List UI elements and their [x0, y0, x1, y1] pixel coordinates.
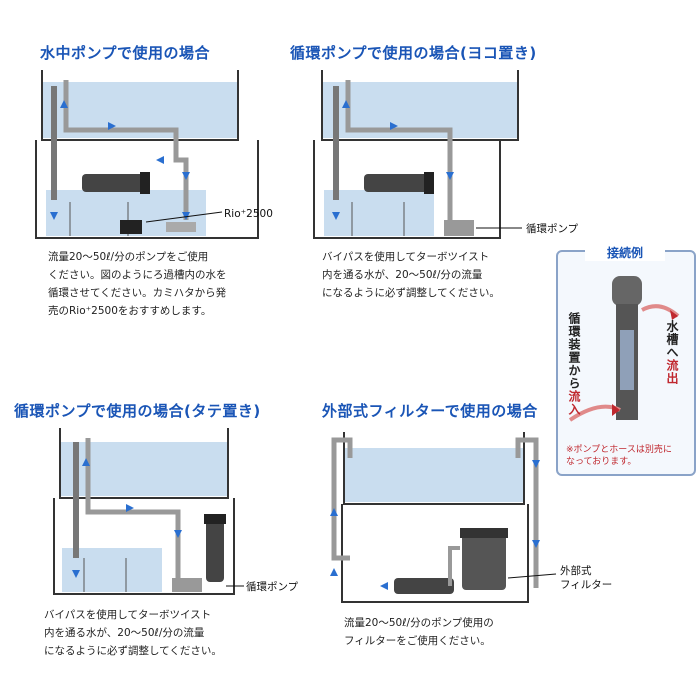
- connection-example-title: 接続例: [585, 244, 665, 261]
- external-filter: [462, 534, 506, 590]
- panel4-diagram: [330, 432, 557, 603]
- return-pipe: [331, 437, 353, 561]
- flow-arrows: [330, 460, 540, 590]
- outflow-label: 水槽へ流出: [664, 320, 681, 440]
- turbo-twist-cap: [424, 172, 434, 194]
- outflow-hose: [641, 304, 680, 318]
- panel3-diagram: [53, 428, 244, 595]
- intake-pipe: [515, 437, 539, 588]
- turbo-twist-unit: [82, 174, 146, 192]
- panel1-description: 流量20～50ℓ/分のポンプをご使用 ください。図のようにろ過槽内の水を 循環さ…: [48, 251, 227, 317]
- rio-pump: [120, 220, 142, 234]
- panel1-heading: 水中ポンプで使用の場合: [40, 44, 211, 62]
- turbo-twist-unit: [206, 518, 224, 582]
- panel4-label: 外部式 フィルター: [560, 565, 613, 591]
- panel3-description: バイパスを使用してターボツイスト 内を通る水が、20～50ℓ/分の流量 になるよ…: [44, 609, 222, 657]
- circulation-pump: [172, 578, 202, 592]
- filter-to-unit-pipe: [448, 546, 460, 586]
- outflow-label-emphasis: 流出: [665, 359, 679, 385]
- turbo-twist-unit: [364, 174, 428, 192]
- panel2-heading: 循環ポンプで使用の場合(ヨコ置き): [290, 44, 537, 62]
- inflow-arrow: [612, 404, 620, 416]
- panel2-description: バイパスを使用してターボツイスト 内を通る水が、20～50ℓ/分の流量 になるよ…: [322, 251, 500, 299]
- cabinet: [341, 504, 529, 603]
- display-tank: [41, 70, 239, 141]
- flow-arrows: [72, 458, 182, 578]
- turbo-twist-unit: [394, 578, 454, 594]
- panel1-diagram: [35, 70, 259, 239]
- turbo-twist-cap: [204, 514, 226, 524]
- outflow-label-prefix: 水槽へ: [665, 320, 679, 359]
- display-tank: [321, 70, 519, 141]
- display-tank-water: [60, 442, 228, 496]
- display-tank-water: [344, 448, 524, 502]
- inflow-label-emphasis: 流入: [567, 390, 581, 416]
- connection-note: ※ポンプとホースは別売に なっております。: [566, 445, 672, 467]
- panel1-label: Rio⁺2500: [224, 208, 273, 220]
- panel3-label: 循環ポンプ: [246, 581, 299, 593]
- turbo-twist-cap: [140, 172, 150, 194]
- unit-window: [620, 330, 634, 390]
- inflow-label: 循環装置から流入: [566, 312, 583, 442]
- flow-arrows: [50, 100, 190, 220]
- flow-arrows: [332, 100, 454, 220]
- outflow-arrow: [670, 310, 678, 320]
- rio-leader-line: [145, 211, 223, 223]
- filter-leader-line: [507, 573, 557, 579]
- sump-tank: [313, 140, 501, 239]
- unit-head: [612, 276, 642, 306]
- sump-tank: [53, 498, 235, 595]
- circulation-pump: [444, 220, 474, 236]
- panel4-description: 流量20～50ℓ/分のポンプ使用の フィルターをご使用ください。: [344, 617, 494, 647]
- display-tank: [343, 432, 525, 505]
- return-pipe: [85, 438, 181, 578]
- sump-water: [324, 190, 434, 236]
- filter-head: [460, 528, 508, 538]
- panel2-diagram: [313, 70, 522, 239]
- panel4-heading: 外部式フィルターで使用の場合: [322, 402, 538, 420]
- sump-tank: [35, 140, 259, 239]
- display-tank: [59, 428, 229, 499]
- external-pump-pipe: [166, 222, 196, 232]
- panel3-heading: 循環ポンプで使用の場合(タテ置き): [14, 402, 261, 420]
- connection-diagram: [568, 276, 680, 422]
- return-pipe: [63, 80, 189, 220]
- inflow-label-prefix: 循環装置から: [567, 312, 581, 390]
- panel2-label: 循環ポンプ: [526, 223, 579, 235]
